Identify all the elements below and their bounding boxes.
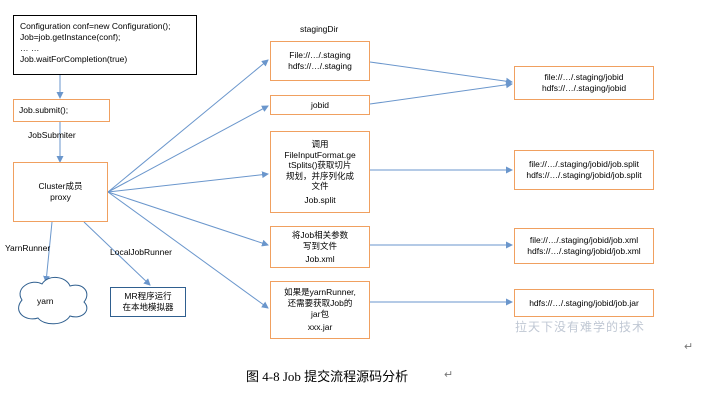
out-xml-line-2: hdfs://…/.staging/jobid/job.xml	[527, 246, 641, 256]
jar-line-3: jar包	[311, 309, 329, 319]
arrow-cluster-to-jobid	[107, 105, 269, 193]
arrow-cluster-to-xml	[107, 191, 269, 247]
cluster-box: Cluster成员 proxy	[13, 162, 108, 222]
xml-line-1: 将Job相关参数	[291, 229, 349, 240]
split-line-3: tSplits()获取切片	[288, 160, 352, 170]
arrow-cluster-to-yarn	[43, 221, 53, 283]
out-split-box: file://…/.staging/jobid/job.split hdfs:/…	[514, 150, 654, 190]
xml-box: 将Job相关参数 写到文件 Job.xml	[270, 226, 370, 268]
jar-box: 如果是yarnRunner, 还需要获取Job的 jar包 xxx.jar	[270, 281, 370, 339]
arrow-cluster-to-local	[83, 221, 151, 286]
config-line-1: Configuration conf=new Configuration();	[20, 21, 171, 31]
out-jobid-box: file://…/.staging/jobid hdfs://…/.stagin…	[514, 66, 654, 100]
config-line-3: … …	[20, 43, 40, 53]
config-code-box: Configuration conf=new Configuration(); …	[13, 15, 197, 75]
out-xml-line-1: file://…/.staging/jobid/job.xml	[529, 235, 639, 245]
split-line-1: 调用	[311, 139, 329, 149]
watermark-text: 拉天下没有难学的技术	[515, 320, 646, 334]
staging-line-2: hdfs://…/.staging	[288, 61, 352, 71]
config-line-4: Job.waitForCompletion(true)	[20, 54, 128, 64]
jobid-label: jobid	[311, 99, 329, 110]
xml-line-2: 写到文件	[302, 240, 337, 251]
yarn-runner-label: YarnRunner	[5, 243, 51, 253]
out-xml-box: file://…/.staging/jobid/job.xml hdfs://……	[514, 228, 654, 264]
out-split-line-2: hdfs://…/.staging/jobid/job.split	[526, 170, 642, 180]
split-box: 调用 FileInputFormat.ge tSplits()获取切片 规划，并…	[270, 131, 370, 213]
yarn-cloud-shape	[18, 277, 88, 325]
arrow-jobid-to-out-jobid	[369, 81, 513, 105]
jar-line-4: xxx.jar	[307, 322, 333, 332]
out-jobid-line-2: hdfs://…/.staging/jobid	[541, 83, 627, 93]
arrow-staging-to-out-jobid	[369, 61, 513, 85]
job-submit-label: Job.submit();	[19, 105, 69, 115]
config-line-2: Job=job.getInstance(conf);	[20, 32, 121, 42]
yarn-cloud-label: yarn	[37, 296, 54, 306]
jar-line-2: 还需要获取Job的	[287, 298, 353, 308]
local-job-runner-label: LocalJobRunner	[110, 247, 172, 257]
split-line-2: FileInputFormat.ge	[284, 149, 356, 160]
out-jobid-line-1: file://…/.staging/jobid	[544, 72, 624, 82]
jar-line-1: 如果是yarnRunner,	[284, 287, 356, 297]
staging-dir-label: stagingDir	[300, 24, 339, 34]
paragraph-mark-caption: ↵	[444, 369, 454, 381]
out-jar-line-1: hdfs://…/.staging/jobid/job.jar	[529, 297, 639, 308]
mr-local-box: MR程序运行 在本地模拟器	[110, 287, 186, 317]
job-submit-box: Job.submit();	[13, 99, 110, 122]
arrow-cluster-to-split	[107, 171, 269, 193]
paragraph-mark-right: ↵	[684, 341, 694, 353]
out-jar-box: hdfs://…/.staging/jobid/job.jar	[514, 289, 654, 317]
mr-line-2: 在本地模拟器	[122, 302, 174, 312]
arrow-cluster-to-jar	[107, 191, 269, 309]
mr-line-1: MR程序运行	[124, 291, 172, 301]
cluster-line-1: Cluster成员	[38, 181, 83, 191]
jobid-box: jobid	[270, 95, 370, 115]
job-submiter-label: JobSubmiter	[28, 130, 76, 140]
figure-caption: 图 4-8 Job 提交流程源码分析	[246, 369, 409, 384]
split-line-4: 规划，并序列化成	[285, 170, 354, 181]
split-line-6: Job.split	[304, 194, 336, 205]
out-split-line-1: file://…/.staging/jobid/job.split	[528, 159, 640, 169]
staging-line-1: File://…/.staging	[289, 50, 351, 60]
cluster-line-2: proxy	[50, 192, 71, 202]
xml-line-3: Job.xml	[305, 253, 335, 264]
split-line-5: 文件	[311, 181, 329, 191]
staging-box: File://…/.staging hdfs://…/.staging	[270, 41, 370, 81]
arrow-cluster-to-staging	[107, 59, 269, 193]
